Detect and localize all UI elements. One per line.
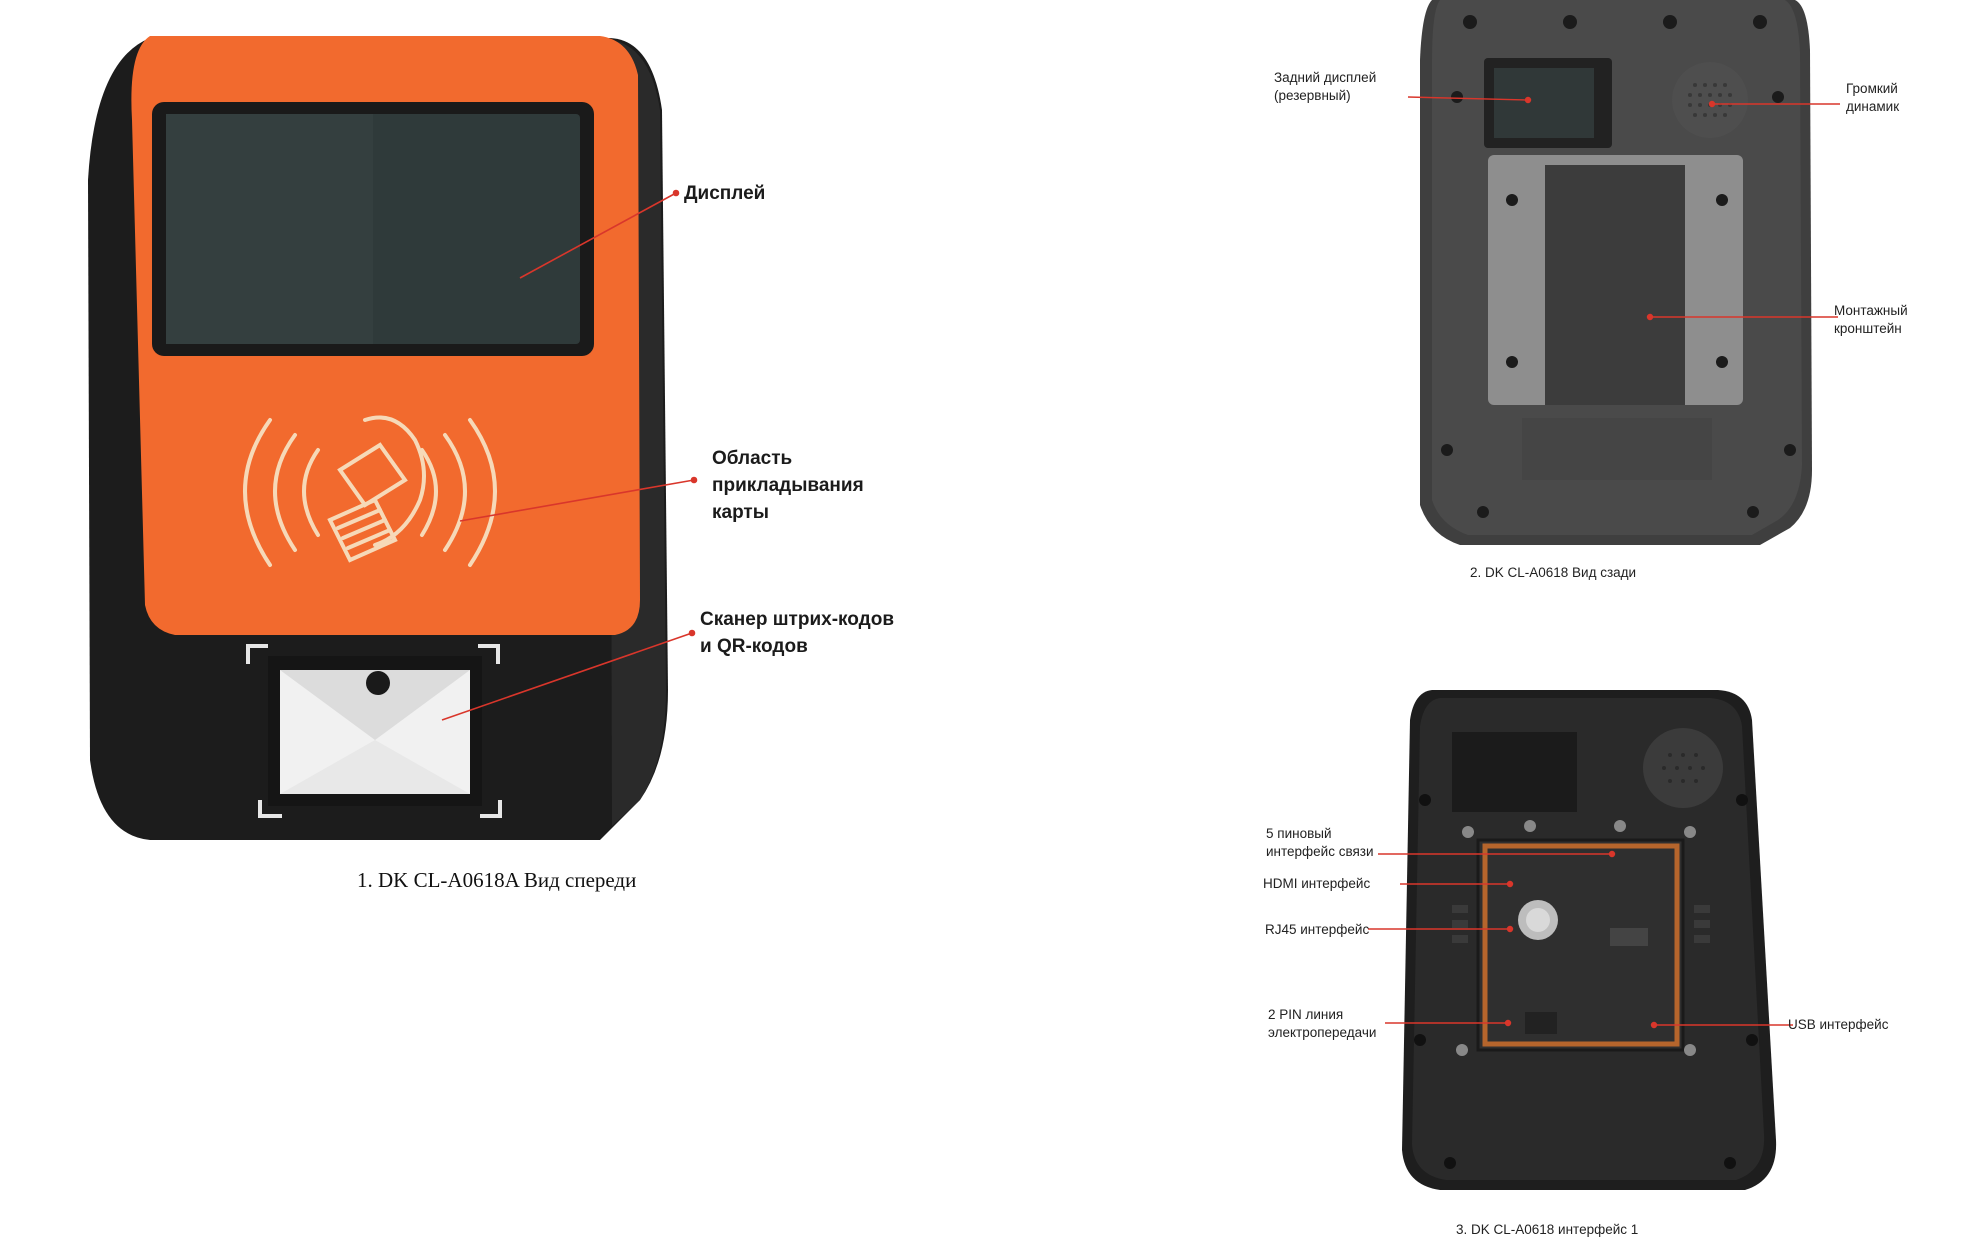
label-two-pin: 2 PIN линия электропередачи [1268,1006,1376,1042]
label-rj45: RJ45 интерфейс [1265,922,1370,937]
label-usb: USB интерфейс [1788,1017,1889,1032]
label-card-area-line2: прикладывания [712,475,864,496]
label-speaker: Громкий динамик [1846,80,1899,116]
caption-back-view: 2. DK CL-A0618 Вид сзади [1470,565,1637,580]
label-scanner-line2: и QR-кодов [700,636,808,657]
label-speaker-line2: динамик [1846,99,1900,114]
label-five-pin-line2: интерфейс связи [1266,844,1374,859]
back-device [1420,0,1812,545]
label-rear-display-line1: Задний дисплей [1274,70,1377,85]
label-five-pin: 5 пиновый интерфейс связи [1266,825,1374,861]
label-rear-display: Задний дисплей (резервный) [1274,69,1376,105]
front-leader-lines [441,189,698,721]
label-display: Дисплей [684,183,766,204]
caption-front-view: 1. DK CL-A0618A Вид спереди [357,868,637,892]
label-card-area-line3: карты [712,502,769,523]
label-hdmi: HDMI интерфейс [1263,876,1371,891]
label-scanner-line1: Сканер штрих-кодов [700,609,895,630]
label-bracket-line2: кронштейн [1834,321,1902,336]
label-bracket-line1: Монтажный [1834,303,1908,318]
interface-leader-lines [1368,850,1793,1029]
label-card-area: Область прикладывания карты [712,445,864,526]
label-two-pin-line1: 2 PIN линия [1268,1007,1344,1022]
label-rear-display-line2: (резервный) [1274,88,1351,103]
label-card-area-line1: Область [712,448,793,469]
label-two-pin-line2: электропередачи [1268,1025,1377,1040]
label-scanner: Сканер штрих-кодов и QR-кодов [700,606,894,660]
label-bracket: Монтажный кронштейн [1834,302,1908,338]
front-device [88,36,668,840]
label-speaker-line1: Громкий [1846,81,1898,96]
back-leader-lines [1407,96,1840,321]
caption-interface-view: 3. DK CL-A0618 интерфейс 1 [1456,1222,1639,1237]
interface-device [1402,690,1777,1190]
label-five-pin-line1: 5 пиновый [1266,826,1332,841]
